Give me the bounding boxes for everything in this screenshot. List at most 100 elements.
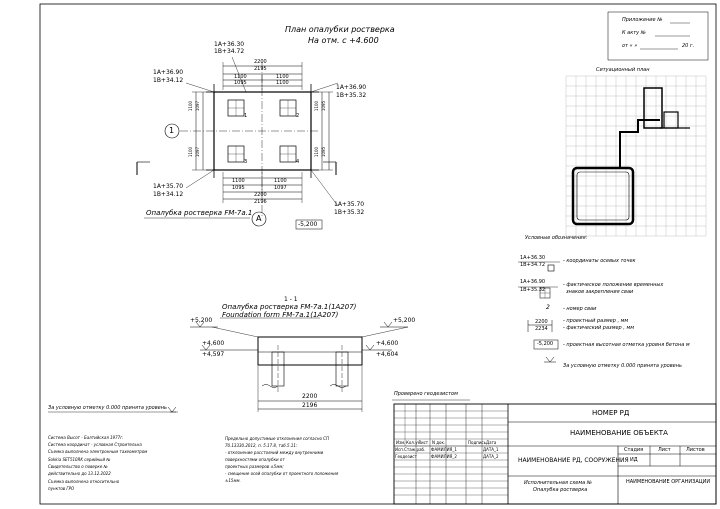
dim-top-a: 1100	[234, 74, 247, 80]
coord-br-a: 1А+35.70	[334, 201, 365, 208]
plan-view	[136, 56, 339, 230]
section-caption-ru: Опалубка ростверка FM-7а.1(1А207)	[222, 303, 357, 311]
legend-item3-num: 2	[546, 304, 550, 311]
coord-top-a: 1А+36.30	[214, 41, 245, 48]
dim-top-d: 1100	[276, 80, 289, 86]
survey-note-5: действительно до 13.12.2022	[48, 471, 111, 476]
section-dim-b: 2196	[302, 402, 318, 409]
dim-bot-total2: 2196	[254, 199, 267, 205]
level-box	[295, 219, 323, 230]
legend-item1-a: 1А+36.30	[520, 255, 546, 261]
dim-right-b: 1100	[314, 146, 320, 158]
tb-row2-date: ДАТА_2	[483, 454, 499, 459]
axis-a-label: А	[256, 214, 262, 223]
tolerance-note-3: поверхностями опалубки от	[225, 457, 285, 462]
plan-level-value: -5,200	[298, 221, 318, 228]
scheme-line2: Опалубка ростверка	[533, 487, 588, 493]
dim-right-c: 1095	[321, 100, 327, 112]
tolerance-note-5: - смещение осей опалубки от проектного п…	[225, 471, 339, 476]
legend-item4-b: 2234	[535, 326, 548, 332]
axis-a-marker	[251, 211, 267, 227]
dim-left-b: 1100	[188, 146, 194, 158]
pile-number-2: 2	[296, 113, 300, 119]
pile-number-4: 4	[296, 159, 300, 165]
legend-item2-text1: - фактическое положение временных	[563, 282, 664, 288]
coord-bl-a: 1А+35.70	[153, 183, 184, 190]
tb-row2-name: ФАМИЛИЯ_2	[431, 454, 457, 459]
legend-item4-text1: - проектный размер , мм	[563, 318, 629, 324]
tb-header-list: Лист	[418, 440, 429, 445]
doc-number: НОМЕР РД	[592, 409, 630, 417]
tb-row1-date: ДАТА_1	[483, 447, 499, 452]
dim-left-c: 1097	[195, 100, 201, 112]
stamp-to-act: К акту №	[622, 30, 646, 36]
stamp-box	[607, 11, 709, 61]
stamp-appendix: Приложение №	[622, 17, 663, 23]
survey-note-4: Свидетельство о поверке №	[48, 464, 108, 469]
situation-paths	[571, 87, 690, 226]
dim-top-total: 2200	[254, 59, 267, 65]
object-name: НАИМЕНОВАНИЕ ОБЪЕКТА	[570, 429, 668, 437]
dim-bot-a: 1100	[232, 178, 245, 184]
tb-header-sign: Подпись	[468, 440, 486, 445]
tb-header-kol: Кол.уч	[406, 440, 420, 445]
legend-item6-text: За условную отметку 0.000 принята уровен…	[563, 363, 682, 369]
axis-1-label: 1	[169, 126, 175, 135]
dim-right-a: 1100	[314, 100, 320, 112]
survey-note-1: Система координат - условная Строительна	[48, 442, 142, 447]
section-level-left-a: +4,600	[202, 340, 225, 347]
section-level-right-top: +5,200	[393, 317, 416, 324]
section-level-right-a: +4,600	[376, 340, 399, 347]
tolerance-note-4: проектных размеров ±5мм;	[225, 464, 284, 469]
pile-number-3: 3	[244, 159, 248, 165]
survey-note-6: Съемка выполнена относительно	[48, 479, 120, 484]
legend-item2-text2: знаков закрепления сваи	[566, 289, 634, 295]
coord-left-a: 1А+36.90	[153, 69, 184, 76]
tb-header-izm: Изм.	[396, 440, 406, 445]
legend-title: Условные обозначения:	[525, 235, 588, 241]
dim-top-b: 1100	[276, 74, 289, 80]
section-title: 1 - 1	[284, 296, 298, 303]
scheme-line1: Исполнительная схема №	[524, 480, 593, 486]
coord-br-b: 1В+35.32	[334, 209, 365, 216]
section-level-left-b: +4,597	[202, 351, 225, 358]
section-dim-a: 2200	[302, 393, 318, 400]
coord-bl-b: 1В+34.12	[153, 191, 184, 198]
legend-item1-b: 1В+34.72	[520, 262, 546, 268]
dim-bot-c: 1095	[232, 185, 245, 191]
tb-stage-header: Стадия	[624, 447, 644, 453]
legend-item5-box: -5,200	[537, 341, 554, 347]
tb-sheets-header: Листов	[686, 447, 705, 453]
dim-bot-total: 2200	[254, 192, 267, 198]
section-view	[190, 317, 409, 412]
dim-top-total2: 2195	[254, 66, 267, 72]
tolerance-note-0: Предельно допустимые отклонения согласно…	[225, 436, 329, 441]
plan-caption: Опалубка ростверка FM-7а.1	[146, 209, 253, 217]
dim-top-c: 1095	[234, 80, 247, 86]
dim-bot-b: 1100	[274, 178, 287, 184]
survey-note-0: Система Высот - Балтийская 1977г.	[48, 435, 124, 440]
legend-item2-b: 1В+35.32	[520, 287, 546, 293]
section-caption-en: Foundation form FM-7а.1(1А207)	[222, 311, 339, 319]
situation-title: Ситуационный план	[596, 67, 650, 73]
pile-number-1: 1	[244, 113, 248, 119]
dim-left-d: 1097	[195, 146, 201, 158]
axis-1-marker	[164, 123, 180, 139]
tb-row1-role: Исп.Стаж.раб.	[395, 447, 426, 452]
tb-row1-name: ФАМИЛИЯ_1	[431, 447, 457, 452]
tb-row2-role: Геодезист	[395, 454, 417, 459]
legend-item4-a: 2200	[535, 319, 548, 325]
legend-graphics	[518, 261, 560, 363]
stamp-year: 20 г.	[682, 43, 695, 49]
legend-item5-text: - проектная высотная отметка уровня бето…	[563, 342, 690, 348]
tb-header-ndoc: N док.	[432, 440, 446, 445]
tb-header-date: Дата	[486, 440, 497, 445]
survey-note-3: Sokkia SET510RK серийный №	[48, 457, 111, 462]
tolerance-note-2: - отклонение расстояний между внутренним…	[225, 450, 324, 455]
tolerance-note-1: 70.13330.2012, п. 5.17.8, таб.5.11:	[225, 443, 298, 448]
stamp-from-date: от « »	[622, 43, 638, 49]
plan-title: План опалубки ростверка	[285, 25, 395, 34]
coord-right-a: 1А+36.90	[336, 84, 367, 91]
tb-sheet-header: Лист	[658, 447, 671, 453]
